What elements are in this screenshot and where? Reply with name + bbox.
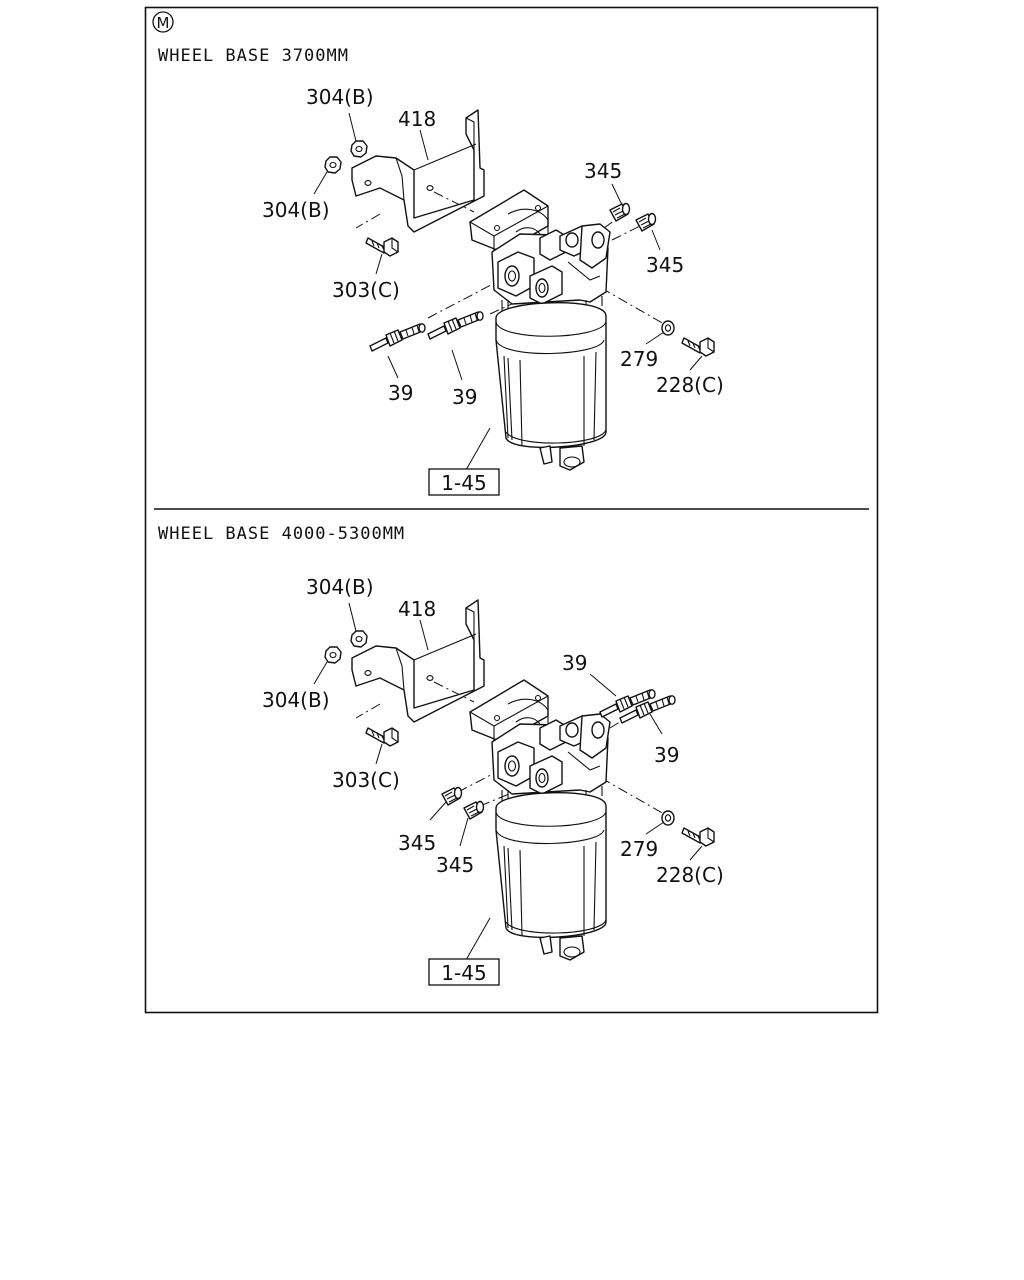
leader-line bbox=[419, 129, 429, 161]
leader-line bbox=[429, 801, 447, 821]
leader-line bbox=[313, 171, 328, 195]
callout-228c: 228(C) bbox=[656, 373, 724, 397]
bolt-228c bbox=[681, 827, 715, 847]
leader-line bbox=[689, 355, 703, 371]
panel-heading: WHEEL BASE 3700MM bbox=[158, 46, 349, 66]
diagram-frame bbox=[144, 6, 879, 1014]
callout-303c: 303(C) bbox=[332, 278, 400, 302]
nut-304b-upper bbox=[350, 140, 368, 158]
bolt-303c bbox=[365, 727, 399, 747]
leader-line bbox=[375, 253, 383, 275]
callout-assembly-ref: 1-45 bbox=[441, 471, 486, 495]
marker-m: M bbox=[152, 11, 174, 33]
bolt-303c bbox=[365, 237, 399, 257]
nut-304b-upper bbox=[350, 630, 368, 648]
callout-228c: 228(C) bbox=[656, 863, 724, 887]
leader-line bbox=[645, 331, 665, 345]
callout-279: 279 bbox=[620, 347, 658, 371]
leader-line bbox=[689, 845, 703, 861]
leader-line bbox=[589, 673, 617, 697]
callout-345-1: 345 bbox=[398, 831, 436, 855]
leader-line bbox=[649, 713, 663, 735]
fitting-39-2 bbox=[427, 311, 484, 340]
leader-line bbox=[419, 619, 429, 651]
nut-304b-left bbox=[324, 646, 342, 664]
callout-303c: 303(C) bbox=[332, 768, 400, 792]
callout-345-2: 345 bbox=[436, 853, 474, 877]
callout-418: 418 bbox=[398, 597, 436, 621]
leader-line bbox=[348, 602, 357, 632]
mount-line-right bbox=[496, 717, 665, 815]
callout-39-1: 39 bbox=[562, 651, 587, 675]
mount-line-bolt bbox=[355, 703, 381, 719]
callout-304b-left: 304(B) bbox=[262, 688, 330, 712]
callout-304b-upper: 304(B) bbox=[306, 85, 374, 109]
callout-304b-upper: 304(B) bbox=[306, 575, 374, 599]
panel-heading: WHEEL BASE 4000-5300MM bbox=[158, 524, 405, 544]
fuel-filter-assembly bbox=[469, 679, 611, 961]
callout-345-1: 345 bbox=[584, 159, 622, 183]
leader-line bbox=[459, 817, 469, 847]
assembly-ref-box bbox=[428, 468, 500, 496]
leader-line bbox=[611, 183, 623, 206]
callout-39-2: 39 bbox=[452, 385, 477, 409]
plug-345-1 bbox=[441, 786, 463, 806]
mount-line-bolt bbox=[355, 213, 381, 229]
plug-345-2 bbox=[463, 800, 485, 820]
leader-line bbox=[465, 917, 491, 961]
leader-line bbox=[313, 661, 328, 685]
plug-345-2 bbox=[635, 212, 657, 232]
callout-assembly-ref: 1-45 bbox=[441, 961, 486, 985]
mount-line-bracket bbox=[433, 191, 475, 213]
leader-line bbox=[451, 349, 463, 381]
mount-line-plug-2 bbox=[611, 225, 641, 241]
marker-letter: M bbox=[157, 14, 170, 32]
leader-line bbox=[645, 821, 665, 835]
leader-line bbox=[387, 355, 399, 379]
washer-279 bbox=[661, 320, 675, 336]
leader-line bbox=[348, 112, 357, 142]
fitting-39-1 bbox=[369, 323, 426, 352]
callout-279: 279 bbox=[620, 837, 658, 861]
callout-418: 418 bbox=[398, 107, 436, 131]
plug-345-1 bbox=[609, 202, 631, 222]
fuel-filter-assembly bbox=[469, 189, 611, 471]
callout-304b-left: 304(B) bbox=[262, 198, 330, 222]
leader-line bbox=[651, 229, 661, 251]
callout-345-2: 345 bbox=[646, 253, 684, 277]
nut-304b-left bbox=[324, 156, 342, 174]
panel-wheel-base-3700: WHEEL BASE 3700MM 304(B) 30 bbox=[158, 46, 724, 496]
mount-line-right bbox=[496, 227, 665, 325]
callout-39-2: 39 bbox=[654, 743, 679, 767]
assembly-ref-box bbox=[428, 958, 500, 986]
mount-line-bracket bbox=[433, 681, 475, 703]
callout-39-1: 39 bbox=[388, 381, 413, 405]
leader-line bbox=[375, 743, 383, 765]
washer-279 bbox=[661, 810, 675, 826]
leader-line bbox=[465, 427, 491, 471]
panel-wheel-base-4000-5300: WHEEL BASE 4000-5300MM bbox=[158, 524, 724, 986]
bolt-228c bbox=[681, 337, 715, 357]
